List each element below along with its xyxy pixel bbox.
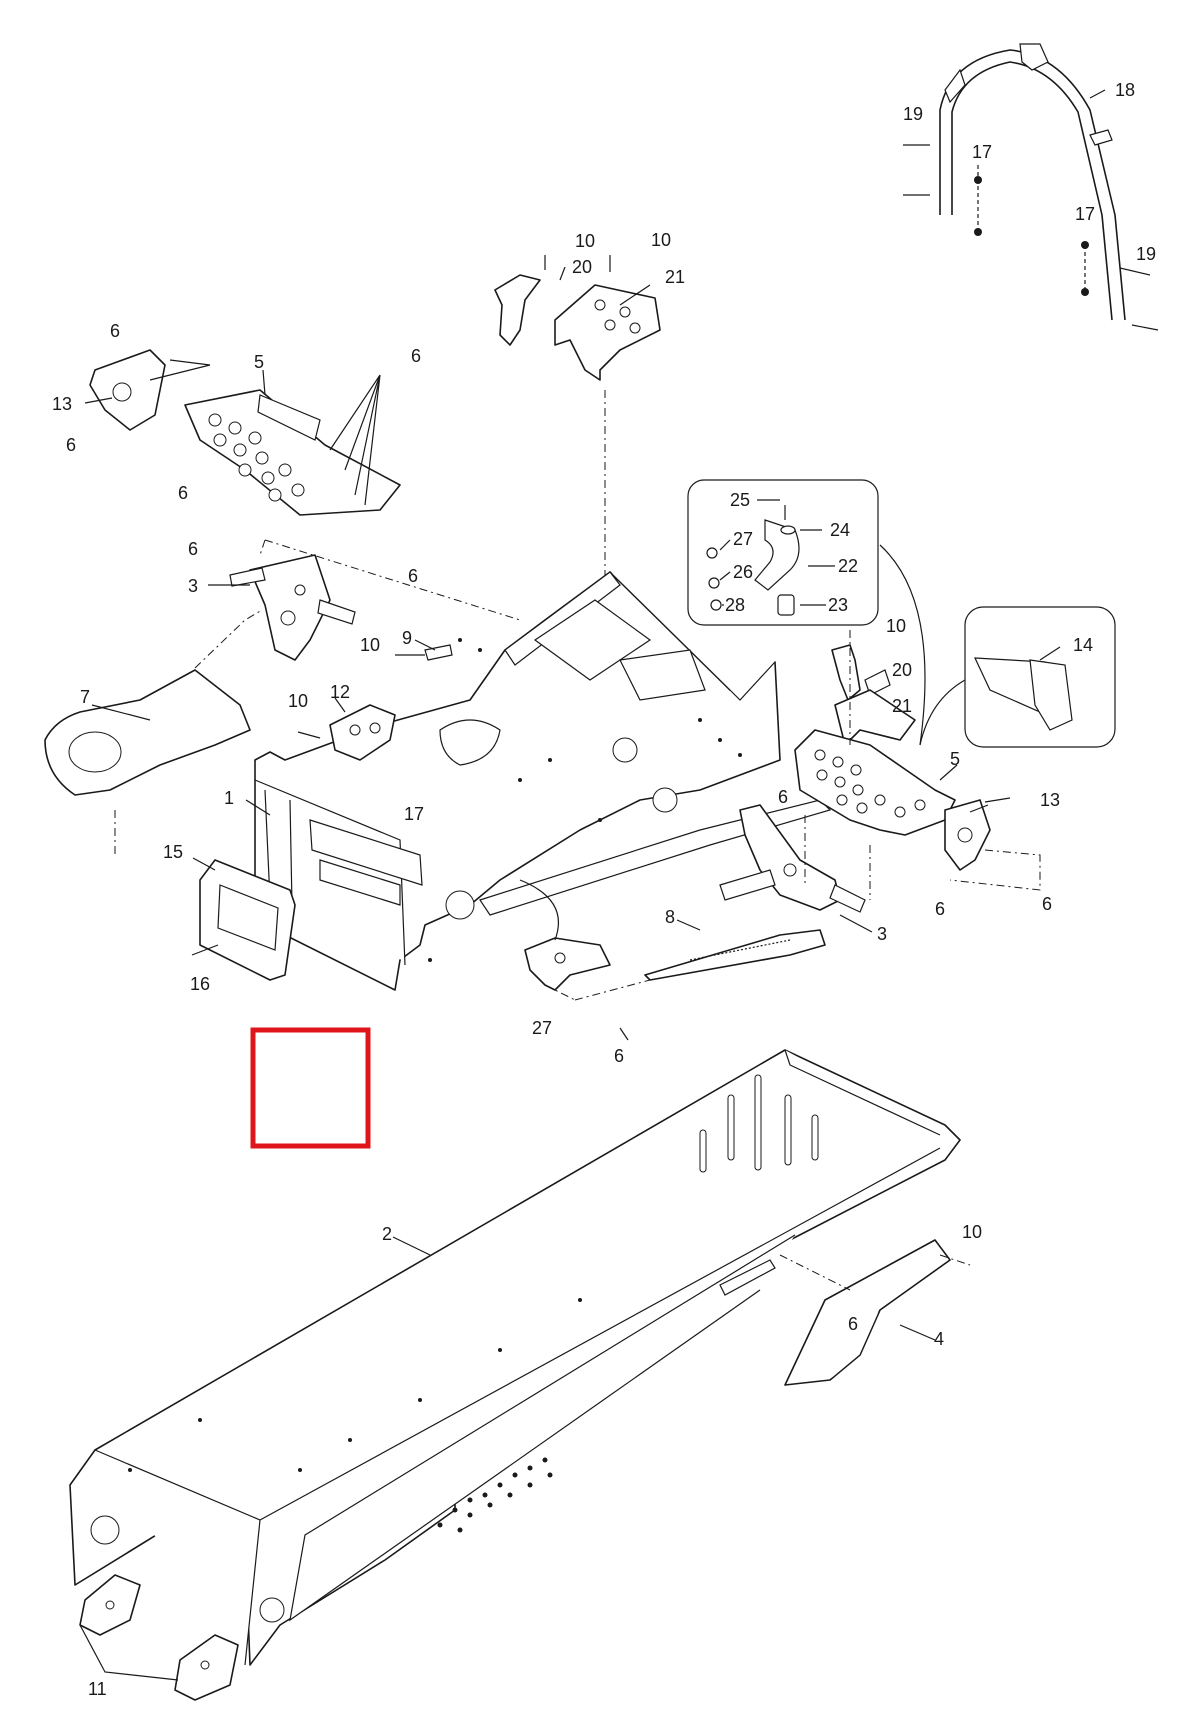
callout-6-i: 6 bbox=[1042, 894, 1052, 914]
part-footrest-5-left bbox=[184, 389, 401, 516]
callout-9: 9 bbox=[402, 628, 412, 648]
callout-20-top: 20 bbox=[572, 257, 592, 277]
centerline-27 bbox=[544, 979, 651, 1001]
callout-20-right: 20 bbox=[892, 660, 912, 680]
callout-8: 8 bbox=[665, 907, 675, 927]
callout-28: 28 bbox=[725, 595, 745, 615]
part-skid-plate-7 bbox=[44, 669, 251, 796]
callout-10-d: 10 bbox=[288, 691, 308, 711]
callout-10-a: 10 bbox=[575, 231, 595, 251]
callout-11: 11 bbox=[88, 1679, 107, 1699]
centerline-left-spindle bbox=[259, 539, 521, 621]
callout-14: 14 bbox=[1073, 635, 1093, 655]
callout-16: 16 bbox=[190, 974, 210, 994]
callout-26: 26 bbox=[733, 562, 753, 582]
part-main-frame-1 bbox=[254, 571, 832, 991]
leader-27 bbox=[519, 879, 559, 941]
callout-13-left: 13 bbox=[52, 394, 72, 414]
part-bracket-20-top bbox=[494, 255, 611, 346]
leader-fan-6 bbox=[329, 374, 381, 506]
part-footrest-5-right bbox=[794, 729, 956, 836]
callout-1: 1 bbox=[224, 788, 234, 808]
callout-5-left: 5 bbox=[254, 352, 264, 372]
callout-24: 24 bbox=[830, 520, 850, 540]
callout-6-f: 6 bbox=[408, 566, 418, 586]
inset-leaders bbox=[719, 499, 835, 606]
callout-4: 4 bbox=[934, 1329, 944, 1349]
callout-6-k: 6 bbox=[848, 1314, 858, 1334]
part-bracket-27 bbox=[524, 937, 611, 991]
part-plates-11 bbox=[79, 1574, 239, 1701]
callout-6-c: 6 bbox=[66, 435, 76, 455]
callout-labels: 1 2 3 3 4 5 5 6 6 6 6 6 6 6 6 6 6 6 7 8 … bbox=[52, 80, 1156, 1699]
highlight-box bbox=[250, 1027, 371, 1149]
callout-17-b: 17 bbox=[1075, 204, 1095, 224]
callout-6-j: 6 bbox=[614, 1046, 624, 1066]
callout-13-right: 13 bbox=[1040, 790, 1060, 810]
part-spindle-3-right bbox=[719, 804, 866, 913]
leader-11 bbox=[79, 1624, 179, 1681]
part-spindle-3-left bbox=[229, 554, 356, 661]
callout-3-right: 3 bbox=[877, 924, 887, 944]
centerlines-right bbox=[804, 630, 1041, 900]
callout-10-b: 10 bbox=[651, 230, 671, 250]
callout-15: 15 bbox=[163, 842, 183, 862]
callout-21-right: 21 bbox=[892, 696, 912, 716]
part-bracket-13-right bbox=[944, 797, 1011, 871]
part-running-board-8 bbox=[644, 929, 826, 981]
callout-21-top: 21 bbox=[665, 267, 685, 287]
callout-10-e: 10 bbox=[886, 616, 906, 636]
callout-5-right: 5 bbox=[950, 749, 960, 769]
callout-12: 12 bbox=[330, 682, 350, 702]
part-bolts-19-17-right bbox=[903, 144, 1159, 331]
callout-19-a: 19 bbox=[903, 104, 923, 124]
part-bumper-15 bbox=[191, 859, 296, 981]
callout-6-b: 6 bbox=[411, 346, 421, 366]
callout-6-h: 6 bbox=[935, 899, 945, 919]
part-rivet-10-left bbox=[297, 731, 321, 739]
callout-6-a: 6 bbox=[110, 321, 120, 341]
callout-3-left: 3 bbox=[188, 576, 198, 596]
part-rear-bumper-4 bbox=[784, 1239, 951, 1386]
part-roll-bar bbox=[939, 43, 1126, 321]
centerline-7 bbox=[194, 609, 263, 669]
callout-10-c: 10 bbox=[360, 635, 380, 655]
callout-10-f: 10 bbox=[962, 1222, 982, 1242]
part-tunnel-2 bbox=[69, 1049, 961, 1666]
leader-inset-22 bbox=[879, 544, 926, 746]
callout-22: 22 bbox=[838, 556, 858, 576]
part-rivet-6-bottom bbox=[619, 1027, 629, 1041]
centerline-4 bbox=[779, 1254, 971, 1291]
callout-23: 23 bbox=[828, 595, 848, 615]
callout-19-b: 19 bbox=[1136, 244, 1156, 264]
callout-17-frame: 17 bbox=[404, 804, 424, 824]
callout-17-a: 17 bbox=[972, 142, 992, 162]
callout-2: 2 bbox=[382, 1224, 392, 1244]
callout-6-d: 6 bbox=[178, 483, 188, 503]
callout-6-g: 6 bbox=[778, 787, 788, 807]
part-bracket-12 bbox=[329, 704, 396, 761]
part-bracket-20-right bbox=[831, 644, 891, 701]
callout-18: 18 bbox=[1115, 80, 1135, 100]
callout-27-inset: 27 bbox=[733, 529, 753, 549]
part-bracket-13-left bbox=[89, 349, 211, 431]
callout-27-bottom: 27 bbox=[532, 1018, 552, 1038]
inset-box-hardware bbox=[687, 479, 879, 626]
leader-inset-14 bbox=[919, 679, 966, 746]
callout-25: 25 bbox=[730, 490, 750, 510]
callout-7: 7 bbox=[80, 687, 90, 707]
inset-box-bracket-14 bbox=[964, 606, 1116, 748]
leader-lines bbox=[84, 89, 1106, 1341]
part-bracket-21-top bbox=[554, 284, 661, 381]
callout-6-e: 6 bbox=[188, 539, 198, 559]
